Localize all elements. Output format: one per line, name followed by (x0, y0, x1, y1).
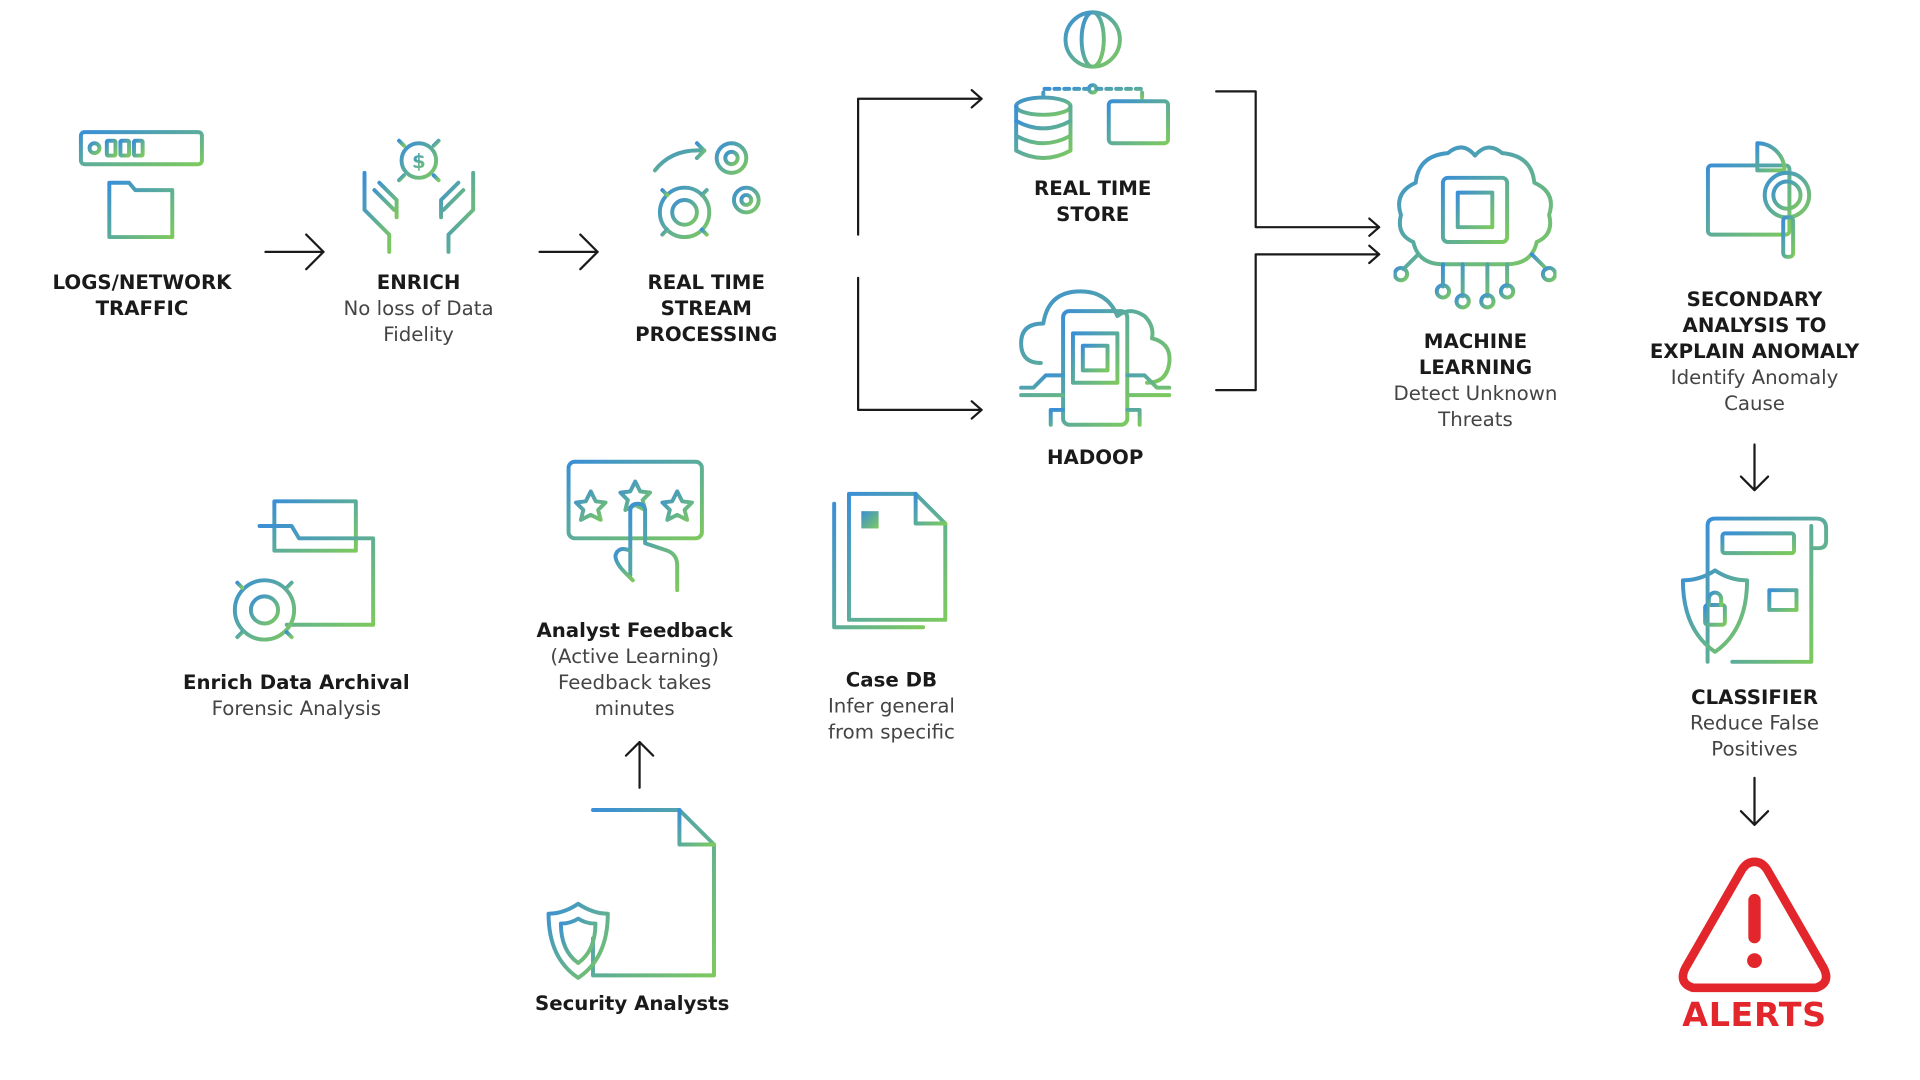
arrow-hadoop-to-ml (1215, 244, 1381, 392)
ml-sub-line-1: Detect Unknown (1393, 381, 1558, 405)
warning-triangle-icon (1678, 857, 1831, 993)
monitor-magnifier-icon (1690, 141, 1819, 259)
secondary-title-line-3: EXPLAIN ANOMALY (1649, 339, 1860, 364)
ml-title-line-1: MACHINE (1423, 329, 1528, 354)
hadoop-title: HADOOP (1047, 445, 1144, 470)
analysts-title: Security Analysts (534, 991, 730, 1015)
arrow-secondary-to-classifier (1739, 443, 1770, 492)
rts-title-line-2: STORE (1056, 202, 1130, 226)
globe-database-icon (1014, 10, 1171, 161)
node-enrich: $ ENRICH No loss of Data Fidelity (344, 128, 494, 347)
rts-title-line-1: REAL TIME (1033, 176, 1152, 201)
enrich-title: ENRICH (376, 270, 461, 294)
logs-title-line-1: LOGS/NETWORK (52, 270, 232, 294)
enrich-sub-line-2: Fidelity (383, 322, 454, 346)
gears-icon (649, 133, 761, 247)
secondary-sub-line-2: Cause (1724, 391, 1785, 415)
classifier-sub-line-2: Positives (1711, 737, 1798, 761)
arrow-logs-to-enrich (264, 233, 325, 271)
svg-text:$: $ (412, 150, 426, 173)
node-classifier: CLASSIFIER Reduce False Positives (1678, 516, 1831, 762)
casedb-sub-line-1: Infer general (827, 693, 955, 718)
document-shield-lock-icon (1680, 516, 1829, 664)
stream-title-line-2: STREAM (660, 296, 752, 320)
feedback-sub-line-3: minutes (594, 696, 675, 720)
arrow-enrich-to-stream (538, 233, 599, 271)
brain-chip-icon (1393, 145, 1557, 310)
arrow-realtime-store-to-ml (1215, 90, 1381, 237)
feedback-title: Analyst Feedback (536, 618, 733, 643)
classifier-title: CLASSIFIER (1691, 685, 1818, 709)
archival-title: Enrich Data Archival (182, 670, 410, 694)
document-shield-icon (546, 807, 716, 980)
alerts-title: ALERTS (1682, 996, 1827, 1035)
secondary-sub-line-1: Identify Anomaly (1670, 365, 1839, 389)
rating-stars-hand-icon (565, 459, 704, 598)
arrow-classifier-to-alerts (1739, 776, 1770, 826)
arrow-stream-to-hadoop (857, 276, 983, 420)
node-enrich-data-archival: Enrich Data Archival Forensic Analysis (183, 496, 410, 721)
node-secondary-analysis: SECONDARY ANALYSIS TO EXPLAIN ANOMALY Id… (1650, 136, 1859, 416)
arrow-analysts-to-feedback (624, 740, 655, 789)
cloud-phone-icon (1019, 289, 1172, 427)
node-hadoop: HADOOP (1016, 277, 1174, 471)
node-real-time-stream-processing: REAL TIME STREAM PROCESSING (635, 128, 777, 347)
node-machine-learning: MACHINE LEARNING Detect Unknown Threats (1393, 141, 1558, 432)
casedb-sub-line-2: from specific (828, 719, 955, 744)
hands-gear-icon: $ (362, 131, 475, 254)
logs-title-line-2: TRAFFIC (95, 296, 189, 320)
node-logs-network-traffic: LOGS/NETWORK TRAFFIC (52, 128, 232, 321)
arrow-stream-to-realtime-store (857, 89, 983, 236)
node-real-time-store: REAL TIME STORE (1012, 7, 1173, 227)
feedback-sub-line-1: (Active Learning) (550, 644, 719, 668)
secondary-title-line-1: SECONDARY (1686, 287, 1823, 312)
feedback-sub-line-2: Feedback takes (557, 670, 712, 694)
server-folder-icon (79, 130, 205, 252)
node-alerts: ALERTS (1675, 852, 1833, 1035)
node-security-analysts: Security Analysts (535, 807, 729, 1016)
ml-title-line-2: LEARNING (1418, 355, 1533, 380)
folder-gear-icon (225, 499, 375, 649)
stream-title-line-3: PROCESSING (635, 322, 778, 346)
node-analyst-feedback: Analyst Feedback (Active Learning) Feedb… (536, 459, 733, 721)
documents-icon (832, 491, 948, 630)
secondary-title-line-2: ANALYSIS TO (1682, 313, 1827, 338)
node-case-db: Case DB Infer general from specific (828, 491, 955, 744)
classifier-sub-line-1: Reduce False (1690, 711, 1819, 735)
ml-sub-line-2: Threats (1438, 407, 1513, 431)
archival-sub: Forensic Analysis (211, 696, 382, 720)
casedb-title: Case DB (845, 667, 938, 692)
stream-title-line-1: REAL TIME (647, 270, 765, 294)
enrich-sub-line-1: No loss of Data (343, 296, 494, 320)
